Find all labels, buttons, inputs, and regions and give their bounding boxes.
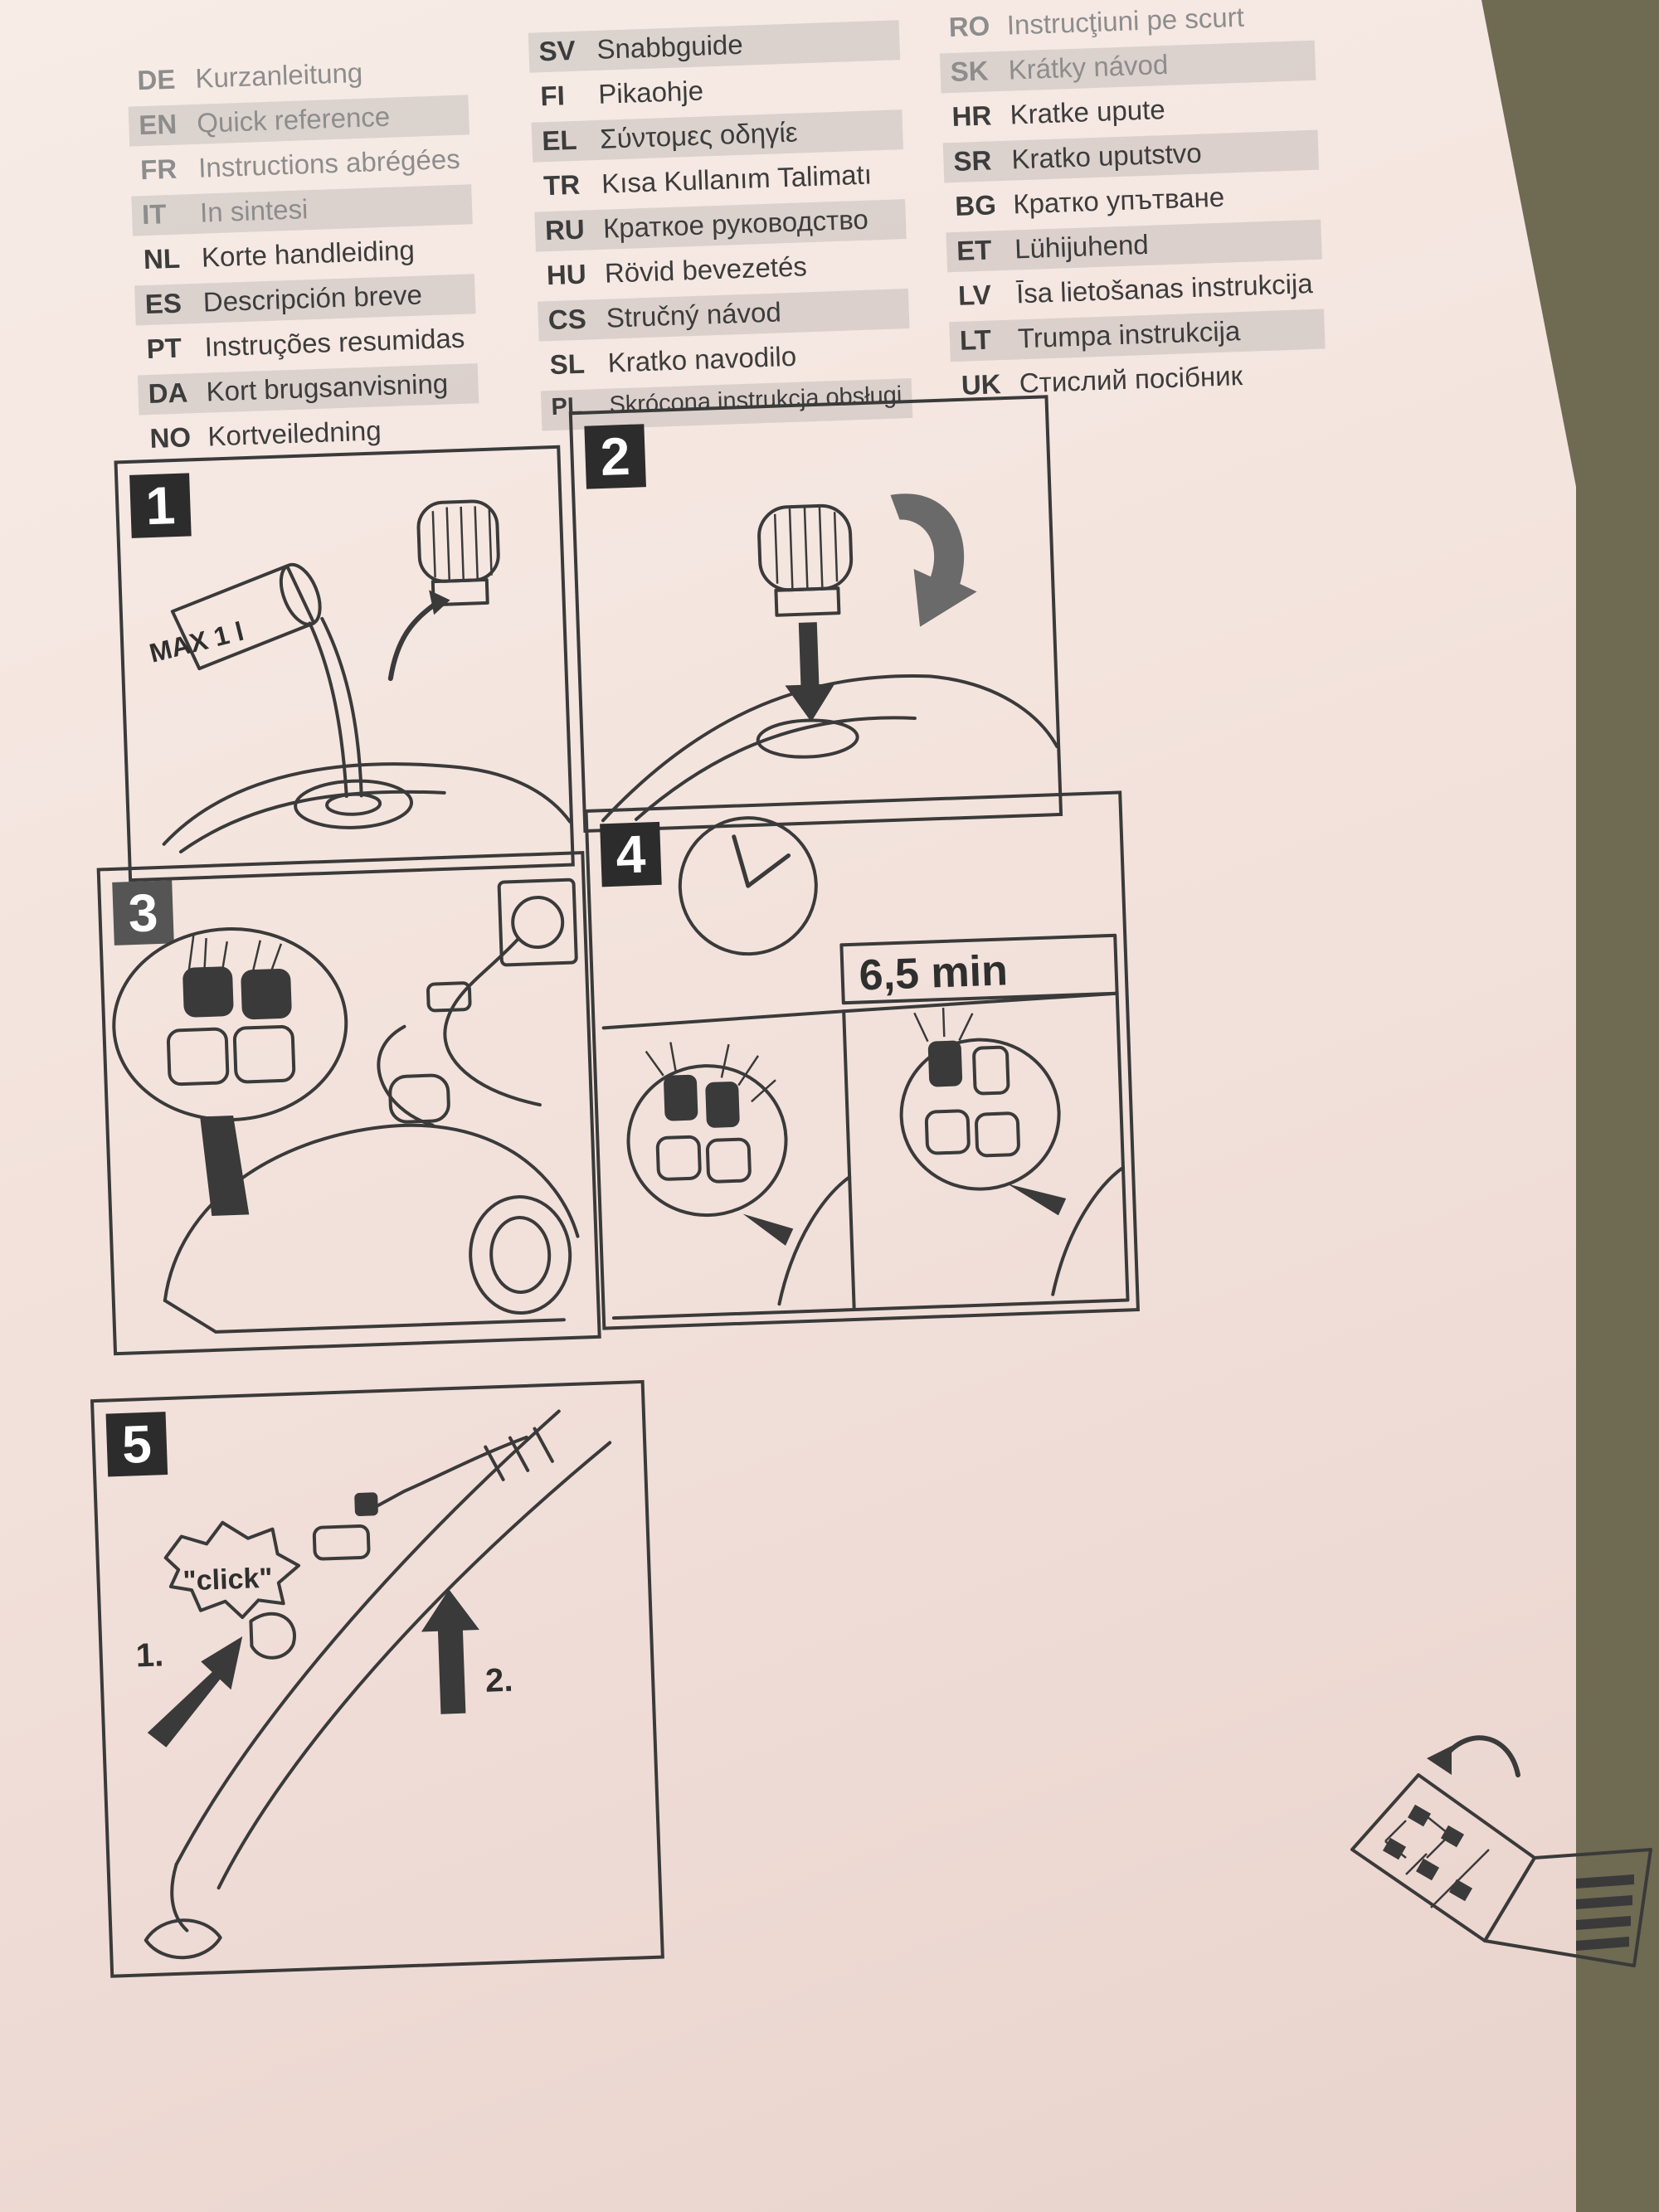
step-1-panel: 1 MAX 1 l bbox=[114, 445, 575, 882]
step-2-panel: 2 bbox=[568, 395, 1063, 834]
heat-up-illustration bbox=[601, 816, 1130, 1320]
step-arrow-1-label: 1. bbox=[135, 1636, 164, 1675]
fill-water-illustration bbox=[162, 499, 572, 854]
booklet-page-turn-icon bbox=[1327, 1725, 1659, 1995]
step-3-panel: 3 bbox=[96, 851, 601, 1356]
close-cap-illustration bbox=[601, 493, 1059, 823]
click-sound-label: "click" bbox=[182, 1562, 274, 1597]
paper-sheet bbox=[0, 0, 1576, 2212]
attach-accessory-illustration bbox=[144, 1409, 612, 1960]
clock-icon bbox=[678, 816, 818, 956]
heat-up-time-label: 6,5 min bbox=[858, 946, 1009, 1000]
step-arrow-2-label: 2. bbox=[484, 1661, 514, 1699]
step-4-panel: 4 6,5 min bbox=[584, 790, 1141, 1330]
booklet-drawing bbox=[1350, 1735, 1652, 1967]
plug-in-illustration bbox=[112, 878, 580, 1334]
step-5-panel: 5 "click" 1. 2. bbox=[90, 1379, 664, 1978]
